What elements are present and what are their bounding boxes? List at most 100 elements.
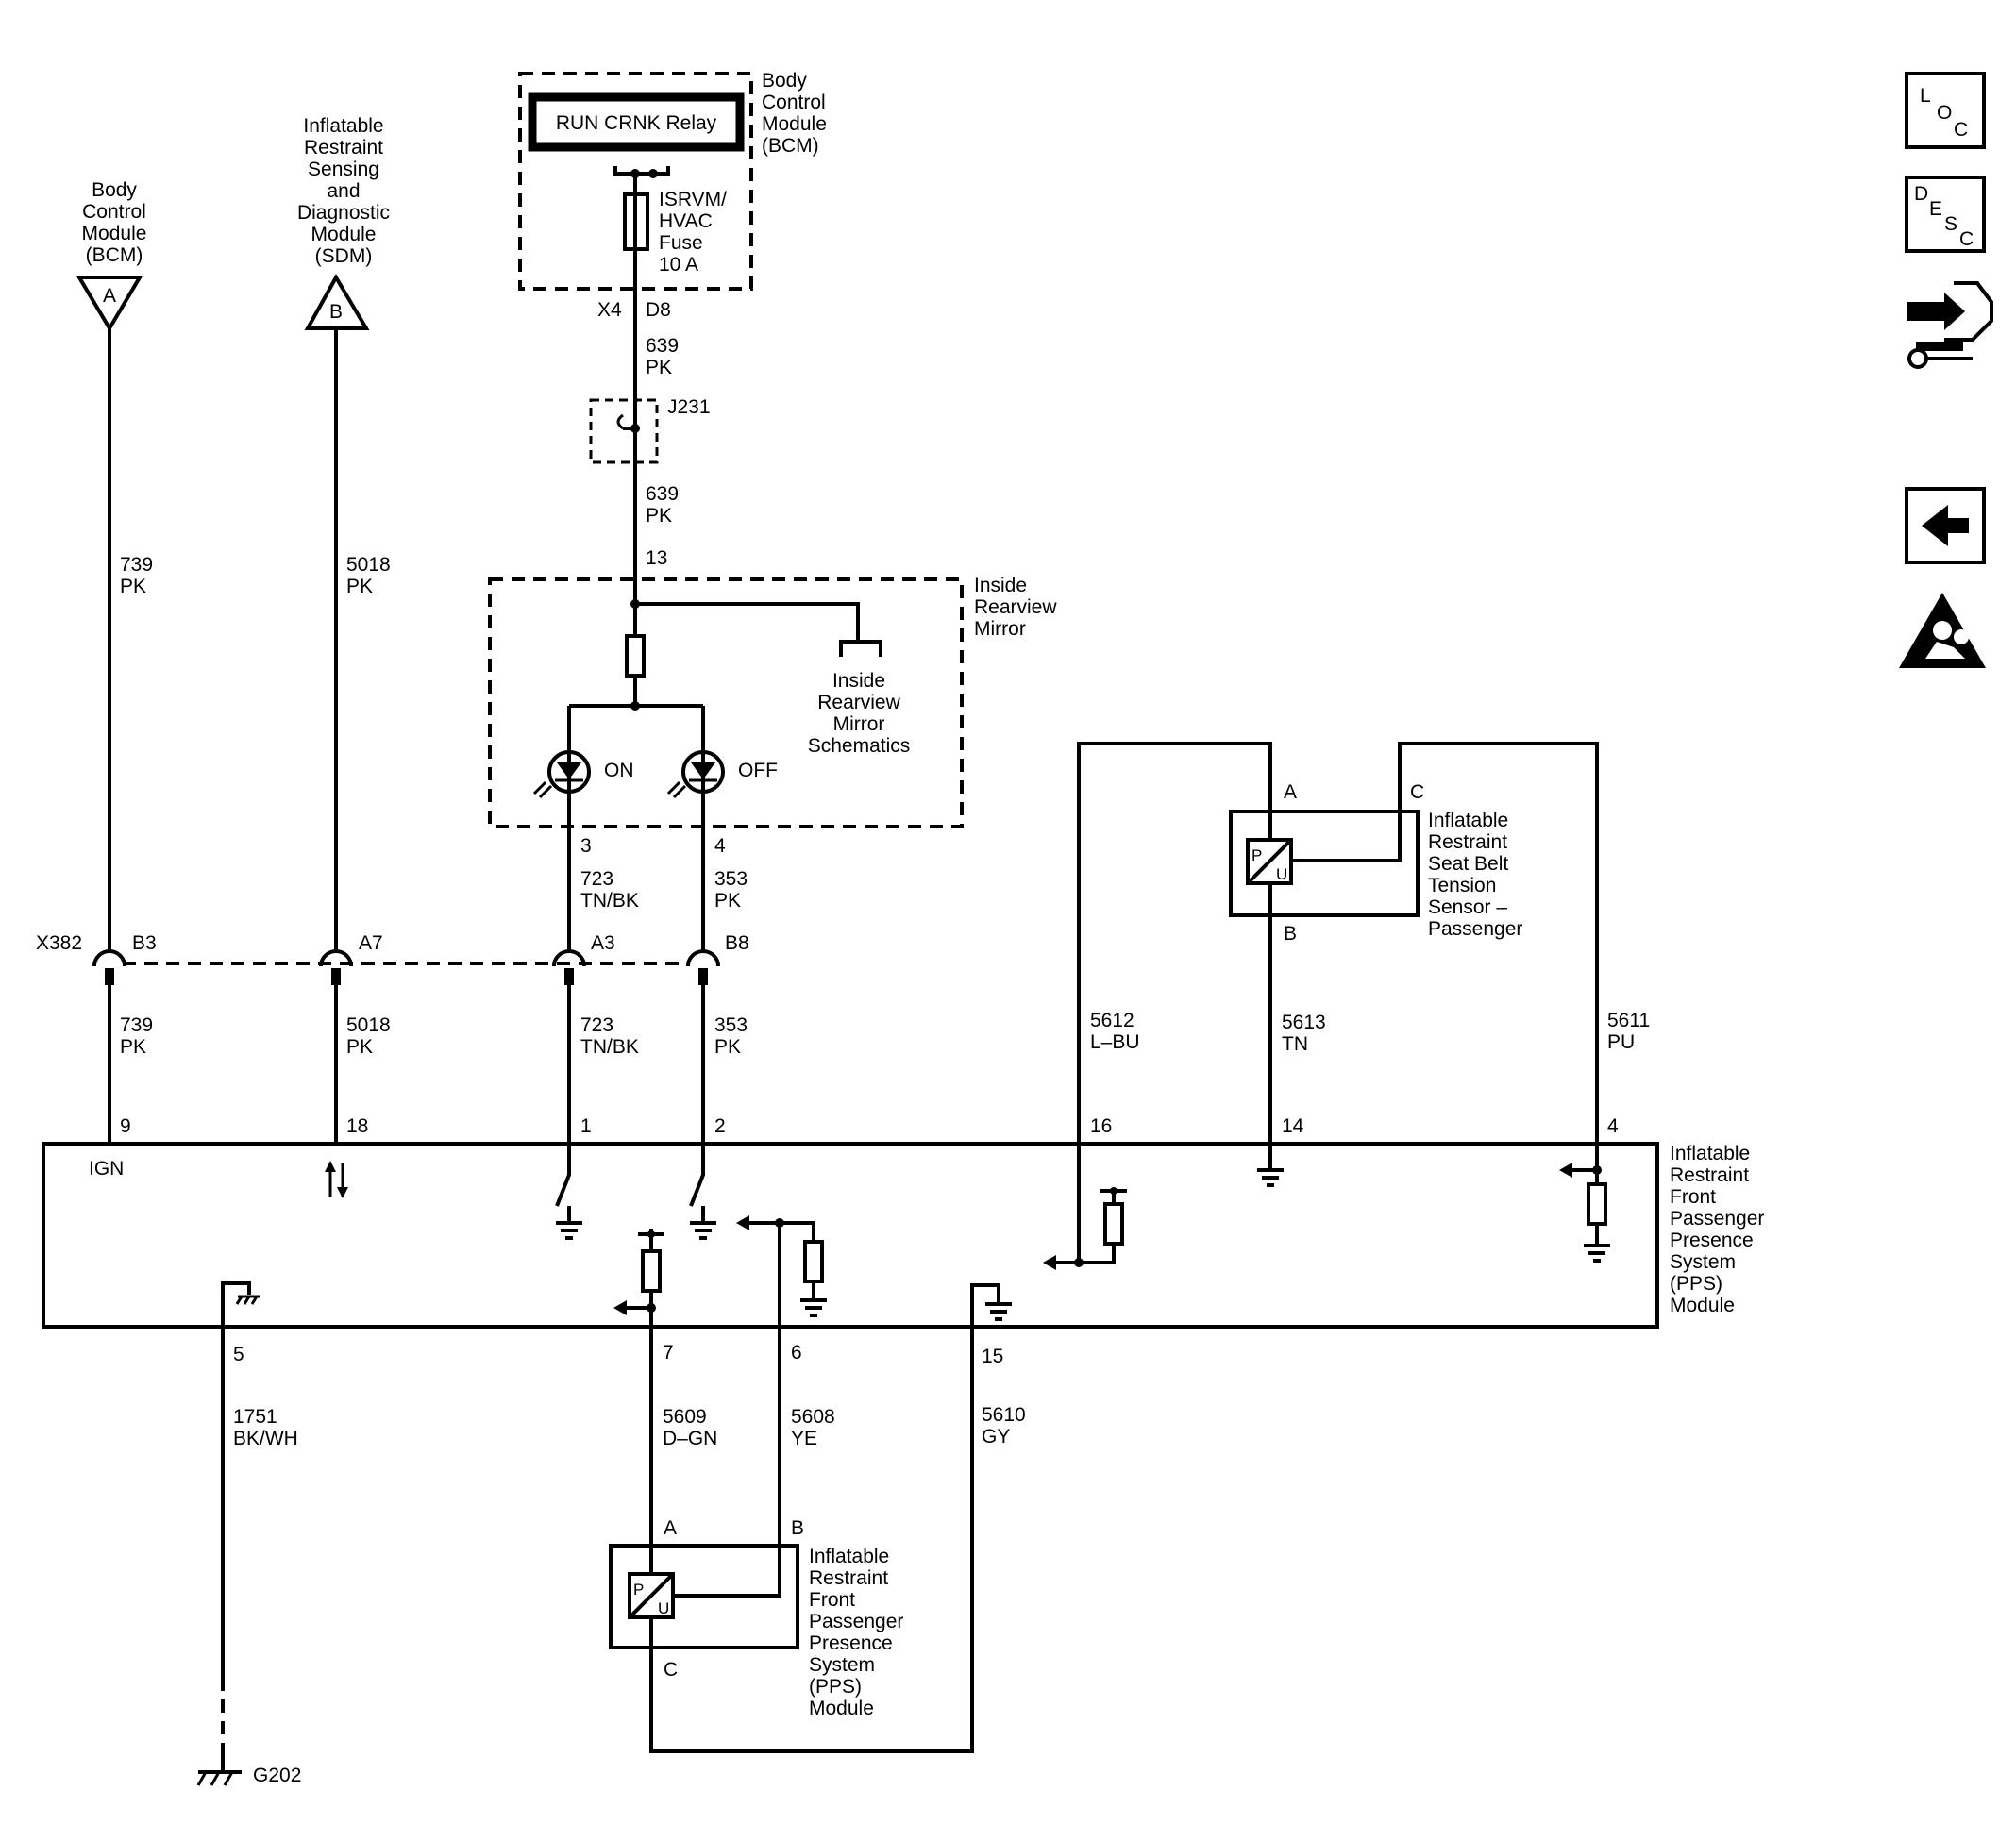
- pps-sensor-label-4: Passenger: [809, 1611, 903, 1632]
- pin-3: 3: [580, 835, 592, 857]
- desc-letter-3: S: [1944, 213, 1957, 235]
- sb-label-6: Passenger: [1428, 918, 1522, 940]
- repair-procedure-icon[interactable]: [1907, 281, 1993, 369]
- pps-sensor-label-7: (PPS): [809, 1676, 862, 1698]
- sdm-label-2: Restraint: [304, 137, 383, 159]
- pin-2: 2: [714, 1115, 726, 1137]
- offpage-a-triangle: [76, 276, 143, 332]
- loc-letter-3: C: [1954, 119, 1968, 141]
- label-b3: B3: [132, 932, 157, 954]
- pin-14: 14: [1282, 1115, 1304, 1137]
- wire-723-circuit-a: 723: [580, 868, 613, 890]
- wire-5609-color: D–GN: [663, 1428, 717, 1449]
- bcm-top-label-4: (BCM): [762, 135, 819, 157]
- bcm-top-label-3: Module: [762, 113, 827, 135]
- mirror-schematics-2: Rearview: [817, 692, 900, 713]
- bcm-left-label-1: Body: [92, 179, 137, 201]
- wire-639-circuit-a: 639: [646, 335, 679, 357]
- wire-353-circuit-b: 353: [714, 1014, 748, 1036]
- label-a3: A3: [591, 932, 615, 954]
- pin-7: 7: [663, 1342, 674, 1364]
- pin-1: 1: [580, 1115, 592, 1137]
- pps-label-5: Presence: [1670, 1230, 1754, 1251]
- wire-5609-circuit: 5609: [663, 1406, 707, 1428]
- pps-label-8: Module: [1670, 1295, 1735, 1316]
- relay-label: RUN CRNK Relay: [556, 112, 717, 134]
- label-g202: G202: [253, 1765, 301, 1786]
- wire-639-color-b: PK: [646, 505, 672, 527]
- label-x382: X382: [36, 932, 82, 954]
- wire-5018-color-a: PK: [346, 576, 373, 597]
- offpage-a: A: [103, 285, 116, 307]
- wire-5018-circuit-a: 5018: [346, 554, 391, 576]
- pin-4: 4: [714, 835, 726, 857]
- pin-6: 6: [791, 1342, 802, 1364]
- wire-739-circuit-b: 739: [120, 1014, 153, 1036]
- sb-label-3: Seat Belt: [1428, 853, 1508, 875]
- desc-button[interactable]: D E S C: [1905, 176, 1986, 253]
- wire-5610-circuit: 5610: [982, 1404, 1026, 1426]
- label-ign: IGN: [89, 1158, 124, 1180]
- loc-letter-1: L: [1920, 85, 1931, 107]
- sdm-label-5: Diagnostic: [297, 202, 390, 224]
- seat-belt-tension-sensor: A C B P U Inflatable Restraint Seat Belt…: [1077, 742, 1599, 1144]
- connector-d8: D8: [646, 299, 671, 321]
- sb-pin-c: C: [1410, 781, 1424, 803]
- mirror-label-2: Rearview: [974, 596, 1057, 618]
- sb-label-1: Inflatable: [1428, 810, 1508, 831]
- pin-4-pps: 4: [1607, 1115, 1619, 1137]
- loc-button[interactable]: L O C: [1905, 72, 1986, 149]
- bcm-left-label-3: Module: [82, 223, 147, 244]
- sdm-label-1: Inflatable: [303, 115, 383, 137]
- bcm-left-label-4: (BCM): [86, 244, 143, 266]
- label-a7: A7: [359, 932, 383, 954]
- pps-sensor-label-6: System: [809, 1654, 875, 1676]
- connector-j231: J231: [667, 396, 711, 418]
- mirror-resistor: [625, 634, 646, 678]
- fuse-label-3: Fuse: [659, 232, 703, 254]
- mirror-schematics-3: Mirror: [833, 713, 885, 735]
- pps-label-3: Front: [1670, 1186, 1716, 1208]
- pps-sensor-label-1: Inflatable: [809, 1546, 889, 1567]
- wire-353-color-b: PK: [714, 1036, 741, 1058]
- back-arrow-icon: [1922, 505, 1969, 546]
- mirror-schematics-1: Inside: [832, 670, 885, 692]
- back-button[interactable]: [1905, 487, 1986, 564]
- led-off-indicator: [681, 750, 725, 794]
- wire-723-color-b: TN/BK: [580, 1036, 639, 1058]
- sb-pin-b: B: [1284, 923, 1297, 945]
- loc-letter-2: O: [1937, 102, 1952, 124]
- wire-5613-circuit: 5613: [1282, 1012, 1326, 1033]
- wire-739-color-b: PK: [120, 1036, 146, 1058]
- pin-15: 15: [982, 1346, 1003, 1367]
- pps-u-label: U: [658, 1599, 669, 1617]
- led-on-indicator: [547, 750, 591, 794]
- bcm-top-label-1: Body: [762, 70, 807, 92]
- connector-x382: X382 B3 A7 A3 B8: [36, 932, 749, 985]
- sb-label-2: Restraint: [1428, 831, 1507, 853]
- pps-pin-a: A: [664, 1517, 677, 1539]
- wire-5608-color: YE: [791, 1428, 817, 1449]
- pps-sensor: A B C P U Inflatable Restraint Front Pas…: [609, 1517, 903, 1719]
- mirror-schematics-4: Schematics: [808, 735, 911, 757]
- wire-5613-color: TN: [1282, 1033, 1308, 1055]
- desc-letter-1: D: [1914, 183, 1928, 205]
- bcm-top-label-2: Control: [762, 92, 826, 113]
- wire-5612-circuit: 5612: [1090, 1010, 1134, 1031]
- pps-pin-c: C: [664, 1659, 678, 1681]
- pps-label-2: Restraint: [1670, 1164, 1749, 1186]
- label-off: OFF: [738, 760, 778, 781]
- fuse-label-2: HVAC: [659, 210, 713, 232]
- sb-label-4: Tension: [1428, 875, 1496, 896]
- wire-5611-circuit: 5611: [1607, 1010, 1650, 1031]
- sb-u-label: U: [1276, 865, 1287, 883]
- offpage-b: B: [329, 301, 343, 323]
- pin-9: 9: [120, 1115, 131, 1137]
- pps-sensor-label-8: Module: [809, 1698, 874, 1719]
- pin-13: 13: [646, 547, 667, 569]
- airbag-warning-icon: [1899, 593, 1986, 668]
- bcm-top-block: RUN CRNK Relay ISRVM/ HVAC Fuse 10 A Bod…: [518, 70, 827, 291]
- wire-723-color-a: TN/BK: [580, 890, 639, 912]
- wire-353-color-a: PK: [714, 890, 741, 912]
